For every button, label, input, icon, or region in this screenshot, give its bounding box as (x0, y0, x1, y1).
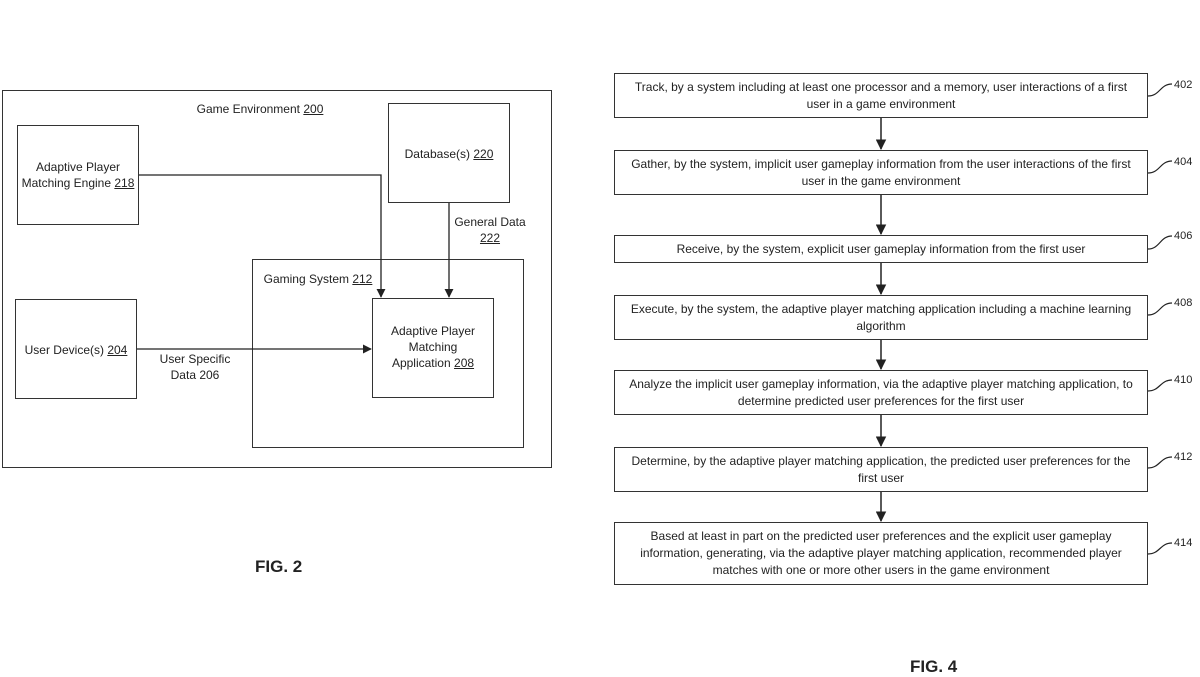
ref-412: 412 (1174, 451, 1192, 463)
leader-404 (1148, 161, 1172, 173)
gaming-system-text: Gaming System (264, 272, 349, 286)
leader-412 (1148, 457, 1172, 468)
step-408: Execute, by the system, the adaptive pla… (614, 295, 1148, 340)
game-environment-number: 200 (303, 102, 323, 116)
fig2-label: FIG. 2 (255, 557, 302, 577)
leader-406 (1148, 236, 1172, 249)
general-data-label: General Data 222 (440, 214, 540, 246)
leader-408 (1148, 303, 1172, 315)
database-number: 220 (473, 147, 493, 161)
engine-line1: Adaptive Player (17, 159, 139, 175)
step-414: Based at least in part on the predicted … (614, 522, 1148, 585)
gaming-system-label: Gaming System 212 (258, 271, 378, 287)
ref-408: 408 (1174, 297, 1192, 309)
step-412: Determine, by the adaptive player matchi… (614, 447, 1148, 492)
game-environment-text: Game Environment (197, 102, 300, 116)
application-line3-row: Application 208 (372, 355, 494, 371)
application-line3: Application (392, 356, 451, 370)
application-number: 208 (454, 356, 474, 370)
user-device-number: 204 (107, 343, 127, 357)
user-device-label: User Device(s) 204 (15, 342, 137, 358)
engine-line2: Matching Engine (22, 176, 111, 190)
gaming-system-number: 212 (352, 272, 372, 286)
database-label: Database(s) 220 (388, 146, 510, 162)
engine-line2-row: Matching Engine 218 (17, 175, 139, 191)
ref-404: 404 (1174, 156, 1192, 168)
user-data-line1: User Specific (150, 351, 240, 367)
step-404: Gather, by the system, implicit user gam… (614, 150, 1148, 195)
step-402: Track, by a system including at least on… (614, 73, 1148, 118)
ref-402: 402 (1174, 79, 1192, 91)
user-specific-data-label: User Specific Data 206 (150, 351, 240, 383)
general-data-number: 222 (440, 230, 540, 246)
engine-number: 218 (114, 176, 134, 190)
general-data-line1: General Data (440, 214, 540, 230)
fig4-label: FIG. 4 (910, 657, 957, 677)
ref-414: 414 (1174, 537, 1192, 549)
application-line2: Matching (372, 339, 494, 355)
application-label: Adaptive Player Matching Application 208 (372, 323, 494, 371)
application-line1: Adaptive Player (372, 323, 494, 339)
database-text: Database(s) (405, 147, 470, 161)
engine-label: Adaptive Player Matching Engine 218 (17, 159, 139, 191)
game-environment-label: Game Environment 200 (150, 101, 370, 117)
step-406: Receive, by the system, explicit user ga… (614, 235, 1148, 263)
leader-410 (1148, 380, 1172, 391)
leader-402 (1148, 84, 1172, 96)
step-410: Analyze the implicit user gameplay infor… (614, 370, 1148, 415)
ref-410: 410 (1174, 374, 1192, 386)
user-data-line2: Data 206 (150, 367, 240, 383)
ref-406: 406 (1174, 230, 1192, 242)
user-device-text: User Device(s) (25, 343, 104, 357)
leader-414 (1148, 543, 1172, 554)
